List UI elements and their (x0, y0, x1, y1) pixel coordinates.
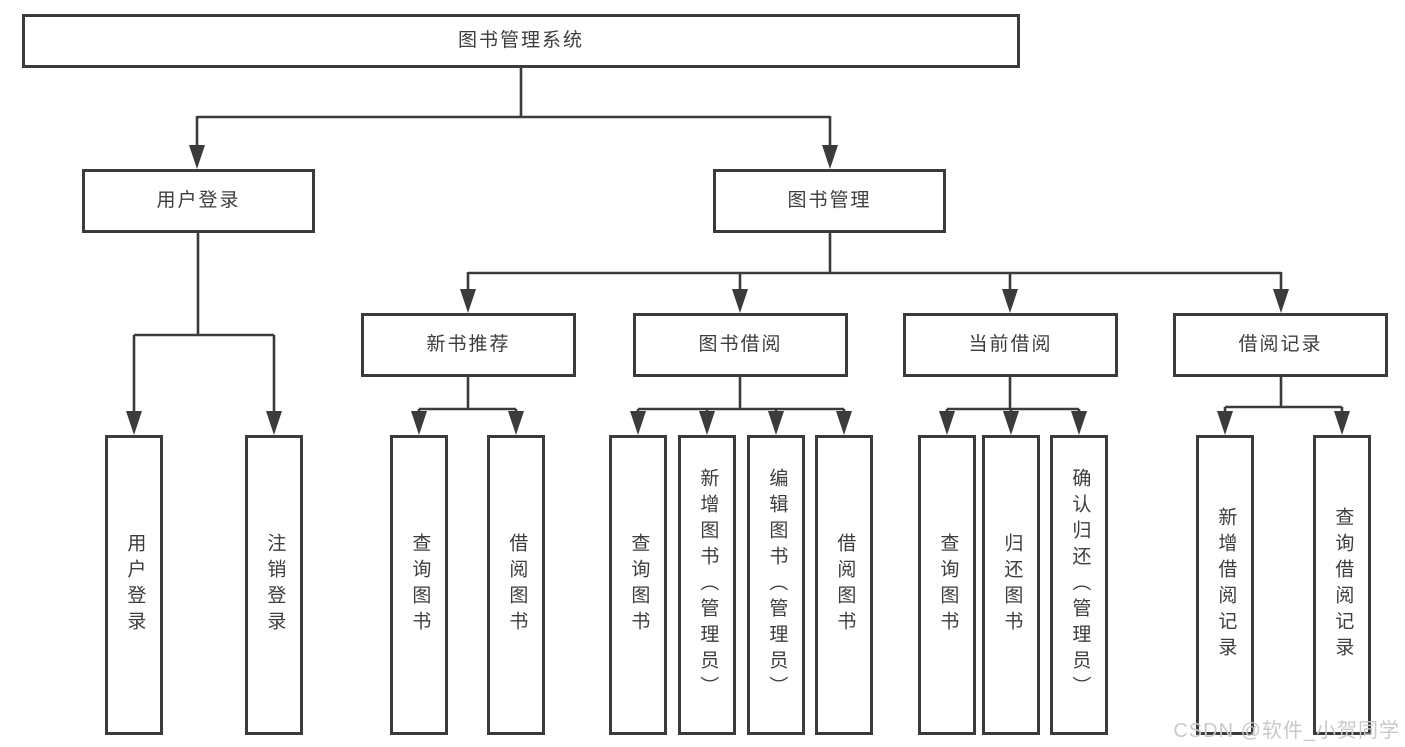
node-current-borrowing-label: 当前借阅 (968, 333, 1053, 355)
leaf-bb-query-books-label: 查询图书 (628, 533, 650, 637)
node-new-book-recommendation-label: 新书推荐 (426, 333, 511, 355)
leaf-br-add-record: 新增借阅记录 (1196, 435, 1254, 735)
leaf-cb-return-books-label: 归还图书 (1001, 533, 1023, 637)
leaf-logout: 注销登录 (245, 435, 303, 735)
leaf-nbr-query-books: 查询图书 (390, 435, 448, 735)
leaf-bb-borrow-books: 借阅图书 (815, 435, 873, 735)
leaf-bb-edit-books-admin: 编辑图书（管理员） (747, 435, 805, 735)
leaf-user-login: 用户登录 (105, 435, 163, 735)
leaf-bb-edit-books-admin-label: 编辑图书（管理员） (766, 468, 788, 702)
leaf-user-login-label: 用户登录 (124, 533, 146, 637)
leaf-bb-add-books-admin: 新增图书（管理员） (678, 435, 736, 735)
leaf-bb-query-books: 查询图书 (609, 435, 667, 735)
node-root-system: 图书管理系统 (22, 14, 1020, 68)
node-user-login-label: 用户登录 (156, 189, 241, 211)
node-root-label: 图书管理系统 (457, 29, 584, 51)
node-book-management: 图书管理 (713, 169, 946, 233)
leaf-br-query-record-label: 查询借阅记录 (1332, 507, 1354, 663)
leaf-cb-confirm-return-admin-label: 确认归还（管理员） (1069, 468, 1091, 702)
node-borrowing-records-label: 借阅记录 (1238, 333, 1323, 355)
leaf-cb-query-books: 查询图书 (918, 435, 976, 735)
node-book-management-label: 图书管理 (787, 189, 872, 211)
node-book-borrowing: 图书借阅 (633, 313, 848, 377)
leaf-cb-confirm-return-admin: 确认归还（管理员） (1050, 435, 1108, 735)
node-new-book-recommendation: 新书推荐 (361, 313, 576, 377)
leaf-logout-label: 注销登录 (264, 533, 286, 637)
leaf-nbr-borrow-books: 借阅图书 (487, 435, 545, 735)
leaf-cb-query-books-label: 查询图书 (937, 533, 959, 637)
node-borrowing-records: 借阅记录 (1173, 313, 1388, 377)
leaf-cb-return-books: 归还图书 (982, 435, 1040, 735)
leaf-bb-add-books-admin-label: 新增图书（管理员） (697, 468, 719, 702)
node-current-borrowing: 当前借阅 (903, 313, 1118, 377)
node-book-borrowing-label: 图书借阅 (698, 333, 783, 355)
csdn-watermark: CSDN @软件_小贺同学 (1173, 720, 1400, 742)
leaf-br-query-record: 查询借阅记录 (1313, 435, 1371, 735)
leaf-nbr-query-books-label: 查询图书 (409, 533, 431, 637)
leaf-br-add-record-label: 新增借阅记录 (1215, 507, 1237, 663)
leaf-bb-borrow-books-label: 借阅图书 (834, 533, 856, 637)
leaf-nbr-borrow-books-label: 借阅图书 (506, 533, 528, 637)
node-user-login: 用户登录 (82, 169, 315, 233)
